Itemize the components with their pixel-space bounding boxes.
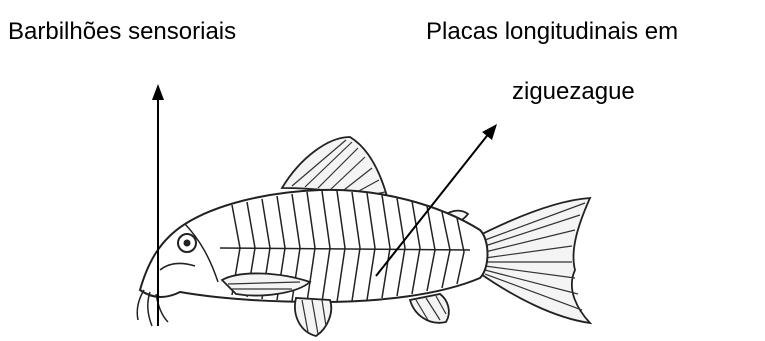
pupil-icon <box>184 240 191 247</box>
anal-fin <box>410 294 449 323</box>
caudal-fin <box>478 198 590 323</box>
pelvic-fin <box>295 298 331 336</box>
